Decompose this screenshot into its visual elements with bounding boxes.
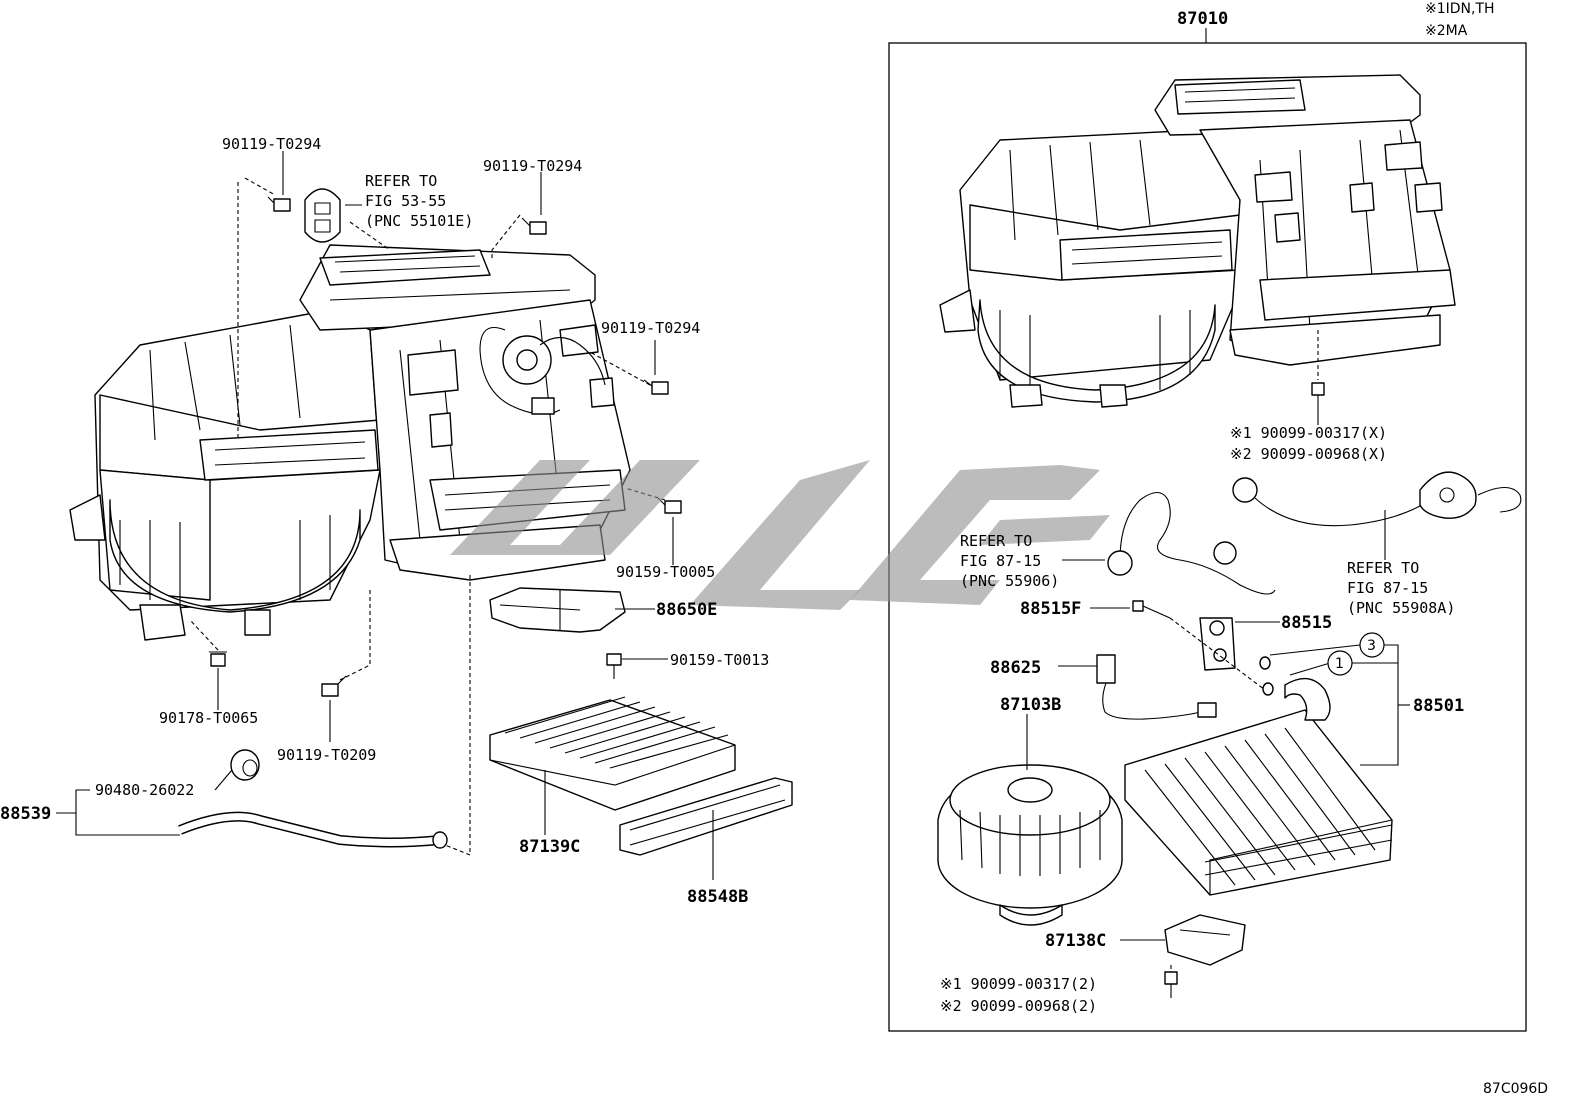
grommet-55101E-icon <box>304 188 341 243</box>
label-88548B: 88548B <box>687 887 748 907</box>
label-88515: 88515 <box>1281 613 1332 633</box>
circle-marker-3: 3 <box>1359 632 1385 658</box>
bolt-lower-variant-2: ※2 90099-00968(2) <box>940 997 1097 1015</box>
label-90159-T0013: 90159-T0013 <box>670 651 769 669</box>
note-1: ※1IDN,TH <box>1425 1 1495 17</box>
cover-88548B-icon <box>619 777 793 856</box>
label-90119-T0209: 90119-T0209 <box>277 746 376 764</box>
label-88501: 88501 <box>1413 696 1464 716</box>
labels: 90119-T0294 90119-T0294 90119-T0294 9015… <box>0 1 1548 1097</box>
watermark-logo <box>450 460 1110 610</box>
bolt-upper-variant-1: ※1 90099-00317(X) <box>1230 424 1387 442</box>
ref-55906-line2: FIG 87-15 <box>960 552 1041 570</box>
ref-55906-line1: REFER TO <box>960 532 1032 550</box>
module-88650E-icon <box>489 587 626 633</box>
label-90119-T0294-b: 90119-T0294 <box>483 157 582 175</box>
label-88650E: 88650E <box>656 600 717 620</box>
fastener-icons-left <box>209 196 682 697</box>
label-88625: 88625 <box>990 658 1041 678</box>
label-90119-T0294-c: 90119-T0294 <box>601 319 700 337</box>
heater-unit-illustration <box>69 244 631 641</box>
ref-55906-line3: (PNC 55906) <box>960 572 1059 590</box>
bolt-90099-upper-icon <box>1311 330 1325 410</box>
evaporator-88501-icon <box>1124 677 1393 896</box>
ref-55101E-line3: (PNC 55101E) <box>365 212 473 230</box>
resistor-87138C-icon <box>1164 914 1246 998</box>
valve-88515-icon <box>1199 617 1236 671</box>
servo-harness-55908A-icon <box>1232 471 1522 527</box>
circle-marker-1: 1 <box>1327 650 1353 676</box>
note-2: ※2MA <box>1425 23 1468 39</box>
label-88515F: 88515F <box>1020 599 1081 619</box>
assembly-87010-illustration <box>939 74 1456 408</box>
label-87010: 87010 <box>1177 9 1228 29</box>
label-90119-T0294-a: 90119-T0294 <box>222 135 321 153</box>
filter-87139C-icon <box>489 696 736 811</box>
servo-harness-55906-icon <box>1107 491 1276 595</box>
label-90159-T0005: 90159-T0005 <box>616 563 715 581</box>
label-87103B: 87103B <box>1000 695 1061 715</box>
diagram-code: 87C096D <box>1483 1081 1548 1097</box>
bolt-lower-variant-1: ※1 90099-00317(2) <box>940 975 1097 993</box>
svg-text:1: 1 <box>1335 656 1344 672</box>
blower-motor-87103B-icon <box>937 764 1123 926</box>
label-90480-26022: 90480-26022 <box>95 781 194 799</box>
label-87139C: 87139C <box>519 837 580 857</box>
svg-text:3: 3 <box>1367 638 1376 654</box>
bolt-upper-variant-2: ※2 90099-00968(X) <box>1230 445 1387 463</box>
bolt-88515F-icon <box>1132 600 1171 619</box>
ref-55908A-line1: REFER TO <box>1347 559 1419 577</box>
ref-55908A-line2: FIG 87-15 <box>1347 579 1428 597</box>
o-ring-icons <box>1169 617 1274 696</box>
ref-55101E-line1: REFER TO <box>365 172 437 190</box>
label-90178-T0065: 90178-T0065 <box>159 709 258 727</box>
drain-hose-88539-icon <box>178 749 448 849</box>
ref-55908A-line3: (PNC 55908A) <box>1347 599 1455 617</box>
ref-55101E-line2: FIG 53-55 <box>365 192 446 210</box>
assembly-87010-frame <box>888 42 1527 1032</box>
label-88539: 88539 <box>0 804 51 824</box>
thermistor-88625-icon <box>1096 654 1217 720</box>
leader-lines-left <box>56 151 714 880</box>
assembly-dash-lines-left <box>189 177 666 856</box>
label-87138C: 87138C <box>1045 931 1106 951</box>
